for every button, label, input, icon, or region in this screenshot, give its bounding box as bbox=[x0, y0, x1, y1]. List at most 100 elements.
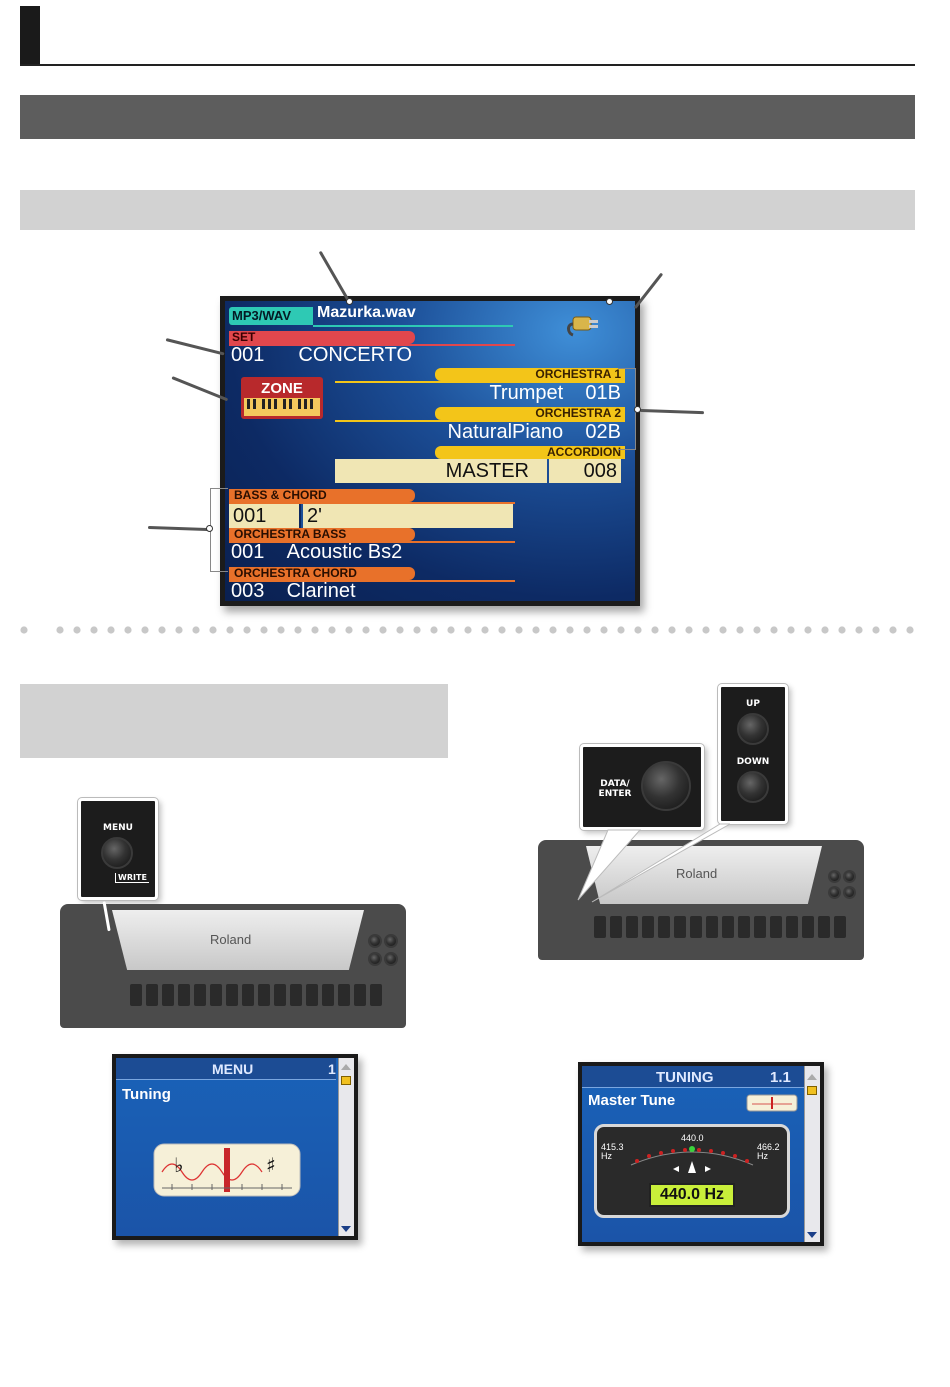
separator-dot bbox=[158, 626, 166, 634]
separator-dot bbox=[566, 626, 574, 634]
separator-dot bbox=[515, 626, 523, 634]
separator-dot bbox=[294, 626, 302, 634]
accordion-name: MASTER bbox=[335, 459, 547, 483]
separator-dot bbox=[379, 626, 387, 634]
up-label: UP bbox=[746, 699, 760, 709]
mp3-wav-tag: MP3/WAV bbox=[229, 307, 313, 325]
tuning-scale bbox=[630, 1146, 754, 1173]
tuning-fork-icon: ♭ ♯ bbox=[153, 1143, 301, 1197]
orch-chord-label: ORCHESTRA CHORD bbox=[229, 567, 415, 580]
orchestra1-underline bbox=[335, 381, 625, 383]
step-title-bar bbox=[20, 684, 448, 758]
separator-dot bbox=[498, 626, 506, 634]
side-button-3 bbox=[368, 952, 382, 966]
separator-dot bbox=[736, 626, 744, 634]
accordion-right: Roland bbox=[538, 840, 864, 960]
bass-chord-number: 001 bbox=[229, 504, 299, 528]
separator-dot bbox=[668, 626, 676, 634]
orchestra1-value: Trumpet 01B bbox=[375, 382, 625, 405]
zone-logo-text: ZONE bbox=[261, 380, 303, 397]
bass-chord-label: BASS & CHORD bbox=[229, 489, 415, 502]
up-button[interactable] bbox=[737, 713, 769, 745]
bass-chord-underline bbox=[229, 502, 515, 504]
orchestra2-label: ORCHESTRA 2 bbox=[435, 407, 625, 420]
menu-label: MENU bbox=[103, 823, 133, 833]
orch-chord-value: 003 Clarinet bbox=[231, 580, 356, 602]
tuning-screen-page: 1.1 bbox=[770, 1069, 791, 1086]
separator-dot bbox=[73, 626, 81, 634]
zone-logo: ZONE bbox=[241, 377, 323, 419]
separator-dot bbox=[396, 626, 404, 634]
tuning-right-freq-value: 466.2 bbox=[757, 1142, 780, 1152]
side-button-1 bbox=[368, 934, 382, 948]
down-button[interactable] bbox=[737, 771, 769, 803]
up-down-panel-zoom: UP DOWN bbox=[718, 684, 788, 824]
accordion-code: 008 bbox=[549, 459, 621, 483]
section-title-bar bbox=[20, 95, 915, 139]
callout-dot-orchestra bbox=[634, 406, 641, 413]
accordion-label: ACCORDION bbox=[435, 446, 625, 459]
separator-dot bbox=[702, 626, 710, 634]
separator-dot bbox=[260, 626, 268, 634]
menu-panel-zoom: MENU WRITE bbox=[78, 798, 158, 900]
menu-button[interactable] bbox=[101, 837, 133, 869]
svg-text:♭: ♭ bbox=[174, 1153, 183, 1177]
menu-screen-item[interactable]: Tuning bbox=[122, 1086, 171, 1103]
separator-dot bbox=[430, 626, 438, 634]
data-enter-panel-zoom: DATA/ ENTER bbox=[580, 744, 704, 830]
tuning-right-unit: Hz bbox=[757, 1151, 768, 1161]
orch-chord-underline bbox=[229, 580, 515, 582]
brand-left: Roland bbox=[210, 932, 252, 947]
separator-dot bbox=[311, 626, 319, 634]
separator-dot bbox=[90, 626, 98, 634]
tuning-screen-item[interactable]: Master Tune bbox=[588, 1092, 676, 1109]
separator-dot bbox=[141, 626, 149, 634]
bass-chord-value: 2' bbox=[301, 504, 513, 528]
separator-dot bbox=[362, 626, 370, 634]
orchestra1-name: Trumpet bbox=[489, 382, 564, 404]
separator-dot bbox=[600, 626, 608, 634]
file-name: Mazurka.wav bbox=[317, 304, 416, 321]
header-rule bbox=[20, 64, 915, 66]
menu-screen-title: MENU bbox=[212, 1061, 254, 1077]
separator-dot bbox=[549, 626, 557, 634]
separator-dot bbox=[804, 626, 812, 634]
separator-dot bbox=[447, 626, 455, 634]
separator-dot bbox=[583, 626, 591, 634]
separator-dot bbox=[838, 626, 846, 634]
accordion-left: Roland bbox=[60, 904, 406, 1028]
subsection-title-bar bbox=[20, 190, 915, 230]
tuning-scrollbar[interactable] bbox=[804, 1066, 820, 1242]
orch-bass-number: 001 bbox=[231, 541, 265, 563]
callout-dot-bass bbox=[206, 525, 213, 532]
separator-dot bbox=[617, 626, 625, 634]
set-label: SET bbox=[229, 331, 415, 344]
orch-chord-name: Clarinet bbox=[286, 580, 356, 602]
set-value: 001 CONCERTO bbox=[231, 344, 446, 367]
orchestra2-underline bbox=[335, 420, 625, 422]
tuning-left-freq-value: 415.3 bbox=[601, 1142, 624, 1152]
separator-dot bbox=[889, 626, 897, 634]
orch-chord-number: 003 bbox=[231, 580, 265, 602]
menu-screen-page: 1 bbox=[328, 1061, 336, 1077]
separator-dot bbox=[821, 626, 829, 634]
separator-dot bbox=[532, 626, 540, 634]
separator-dot bbox=[787, 626, 795, 634]
set-number: 001 bbox=[231, 344, 265, 366]
main-display: MP3/WAV Mazurka.wav SET 001 CONCERTO ZONE… bbox=[220, 296, 640, 606]
separator-dot bbox=[56, 626, 64, 634]
keys-right bbox=[594, 916, 846, 938]
side-button-2 bbox=[384, 934, 398, 948]
callout-dot-plug bbox=[606, 298, 613, 305]
menu-scrollbar[interactable] bbox=[338, 1058, 354, 1236]
separator-dot bbox=[124, 626, 132, 634]
separator-dot bbox=[209, 626, 217, 634]
separator-dot bbox=[277, 626, 285, 634]
orch-bass-underline bbox=[229, 541, 515, 543]
down-label: DOWN bbox=[736, 757, 770, 767]
set-name: CONCERTO bbox=[298, 344, 413, 366]
data-enter-dial[interactable] bbox=[641, 761, 691, 811]
